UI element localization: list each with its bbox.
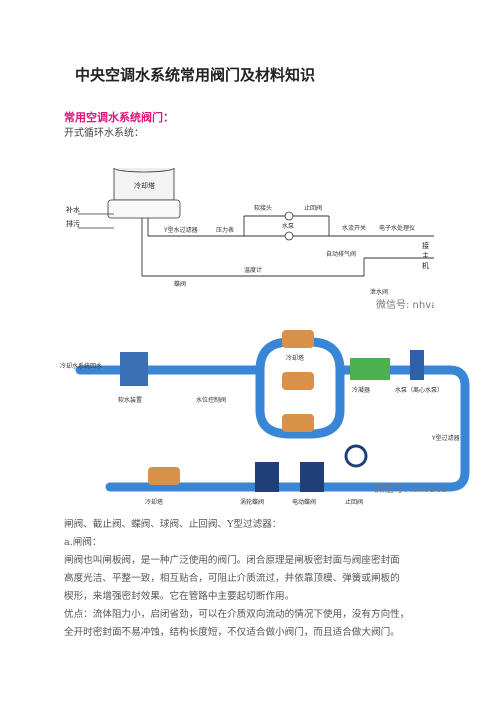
label-to-host-3: 机 bbox=[422, 261, 429, 270]
label-to-host-2: 主 bbox=[422, 251, 429, 260]
label-pump: 水泵 bbox=[282, 222, 294, 230]
label-tower-a: 冷却塔 bbox=[286, 354, 304, 362]
label-filter: Y型水过滤器 bbox=[163, 226, 198, 234]
label-tower-b: 冷却塔 bbox=[145, 498, 163, 506]
label-drain: 排污 bbox=[66, 219, 80, 228]
watermark-1: 微信号: nhvaca bbox=[376, 298, 434, 311]
section-subheading: 开式循环水系统： bbox=[64, 128, 144, 139]
label-auto-air: 自动排气阀 bbox=[326, 250, 356, 258]
label-check-valve: 止回阀 bbox=[304, 204, 322, 212]
para-line-1: 闸阀也叫闸板阀，是一种广泛使用的阀门。闭合原理是闸板密封面与阀座密封面 bbox=[64, 555, 400, 566]
piping-illustration: 冷却水系统回水 软水装置 水位控制阀 冷却塔 冷凝器 水泵（离心水泵） Y型过滤… bbox=[60, 330, 470, 506]
label-to-host-1: 接 bbox=[422, 241, 429, 250]
label-check-b: 止回阀 bbox=[345, 498, 363, 506]
page-title: 中央空调水系统常用阀门及材料知识 bbox=[75, 66, 316, 84]
valve-icon bbox=[300, 462, 324, 492]
label-butterfly: 蝶阀 bbox=[174, 280, 186, 288]
cooling-tower-icon bbox=[107, 168, 181, 219]
label-pressure: 压力表 bbox=[216, 226, 234, 234]
label-e-valve: 电子水处理仪 bbox=[379, 224, 415, 232]
cooling-tower-icon bbox=[148, 330, 314, 485]
label-butterfly-gear: 涡轮蝶阀 bbox=[240, 498, 264, 506]
label-makeup: 补水 bbox=[66, 205, 80, 214]
valve-icon bbox=[255, 462, 279, 492]
para-line-3: 楔形，来增强密封效果。它在管路中主要起切断作用。 bbox=[64, 591, 295, 602]
label-filter-b: Y型过滤器 bbox=[431, 434, 460, 442]
label-flow-switch: 水流开关 bbox=[342, 224, 366, 232]
pump-icon bbox=[284, 211, 294, 221]
section-heading: 常用空调水系统阀门： bbox=[64, 111, 174, 124]
chiller-icon bbox=[350, 358, 390, 380]
label-drain-valve: 泄水阀 bbox=[370, 288, 388, 296]
watermark-2: 微信号: nhvaca bbox=[374, 482, 447, 495]
para-intro: 闸阀、截止阀、蝶阀、球阀、止回阀、Y型过滤器： bbox=[64, 519, 282, 530]
para-subhead: a.闸阀： bbox=[64, 537, 102, 548]
label-flow-meter: 温度计 bbox=[244, 266, 262, 274]
pump-icon bbox=[284, 231, 294, 241]
label-softener: 软水装置 bbox=[118, 396, 142, 404]
para-line-4: 优点：流体阻力小，启闭省劲，可以在介质双向流动的情况下使用，没有方向性， bbox=[64, 609, 410, 620]
label-pump-a: 水泵（离心水泵） bbox=[395, 386, 443, 394]
label-cooling-in: 冷却水系统回水 bbox=[60, 362, 102, 370]
para-line-5: 全开时密封面不易冲蚀，结构长度短，不仅适合做小阀门，而且适合做大阀门。 bbox=[64, 627, 400, 638]
pump-icon bbox=[410, 350, 424, 380]
label-tower: 冷却塔 bbox=[134, 181, 155, 190]
label-level-valve: 水位控制阀 bbox=[196, 396, 226, 404]
label-electric-butterfly: 电动蝶阀 bbox=[292, 498, 316, 506]
para-line-2: 高度光洁、平整一致，相互贴合，可阻止介质流过，并依靠顶模、弹簧或闸板的 bbox=[64, 573, 400, 584]
handwheel-icon bbox=[344, 444, 368, 468]
softener-icon bbox=[120, 352, 148, 386]
label-soft-joint: 软接头 bbox=[254, 204, 272, 212]
label-chiller: 冷凝器 bbox=[352, 386, 370, 394]
open-loop-schematic: 冷却塔 补水 排污 软接头 止回阀 水泵 Y型水过滤器 压力表 水流开关 电子水… bbox=[66, 168, 434, 311]
